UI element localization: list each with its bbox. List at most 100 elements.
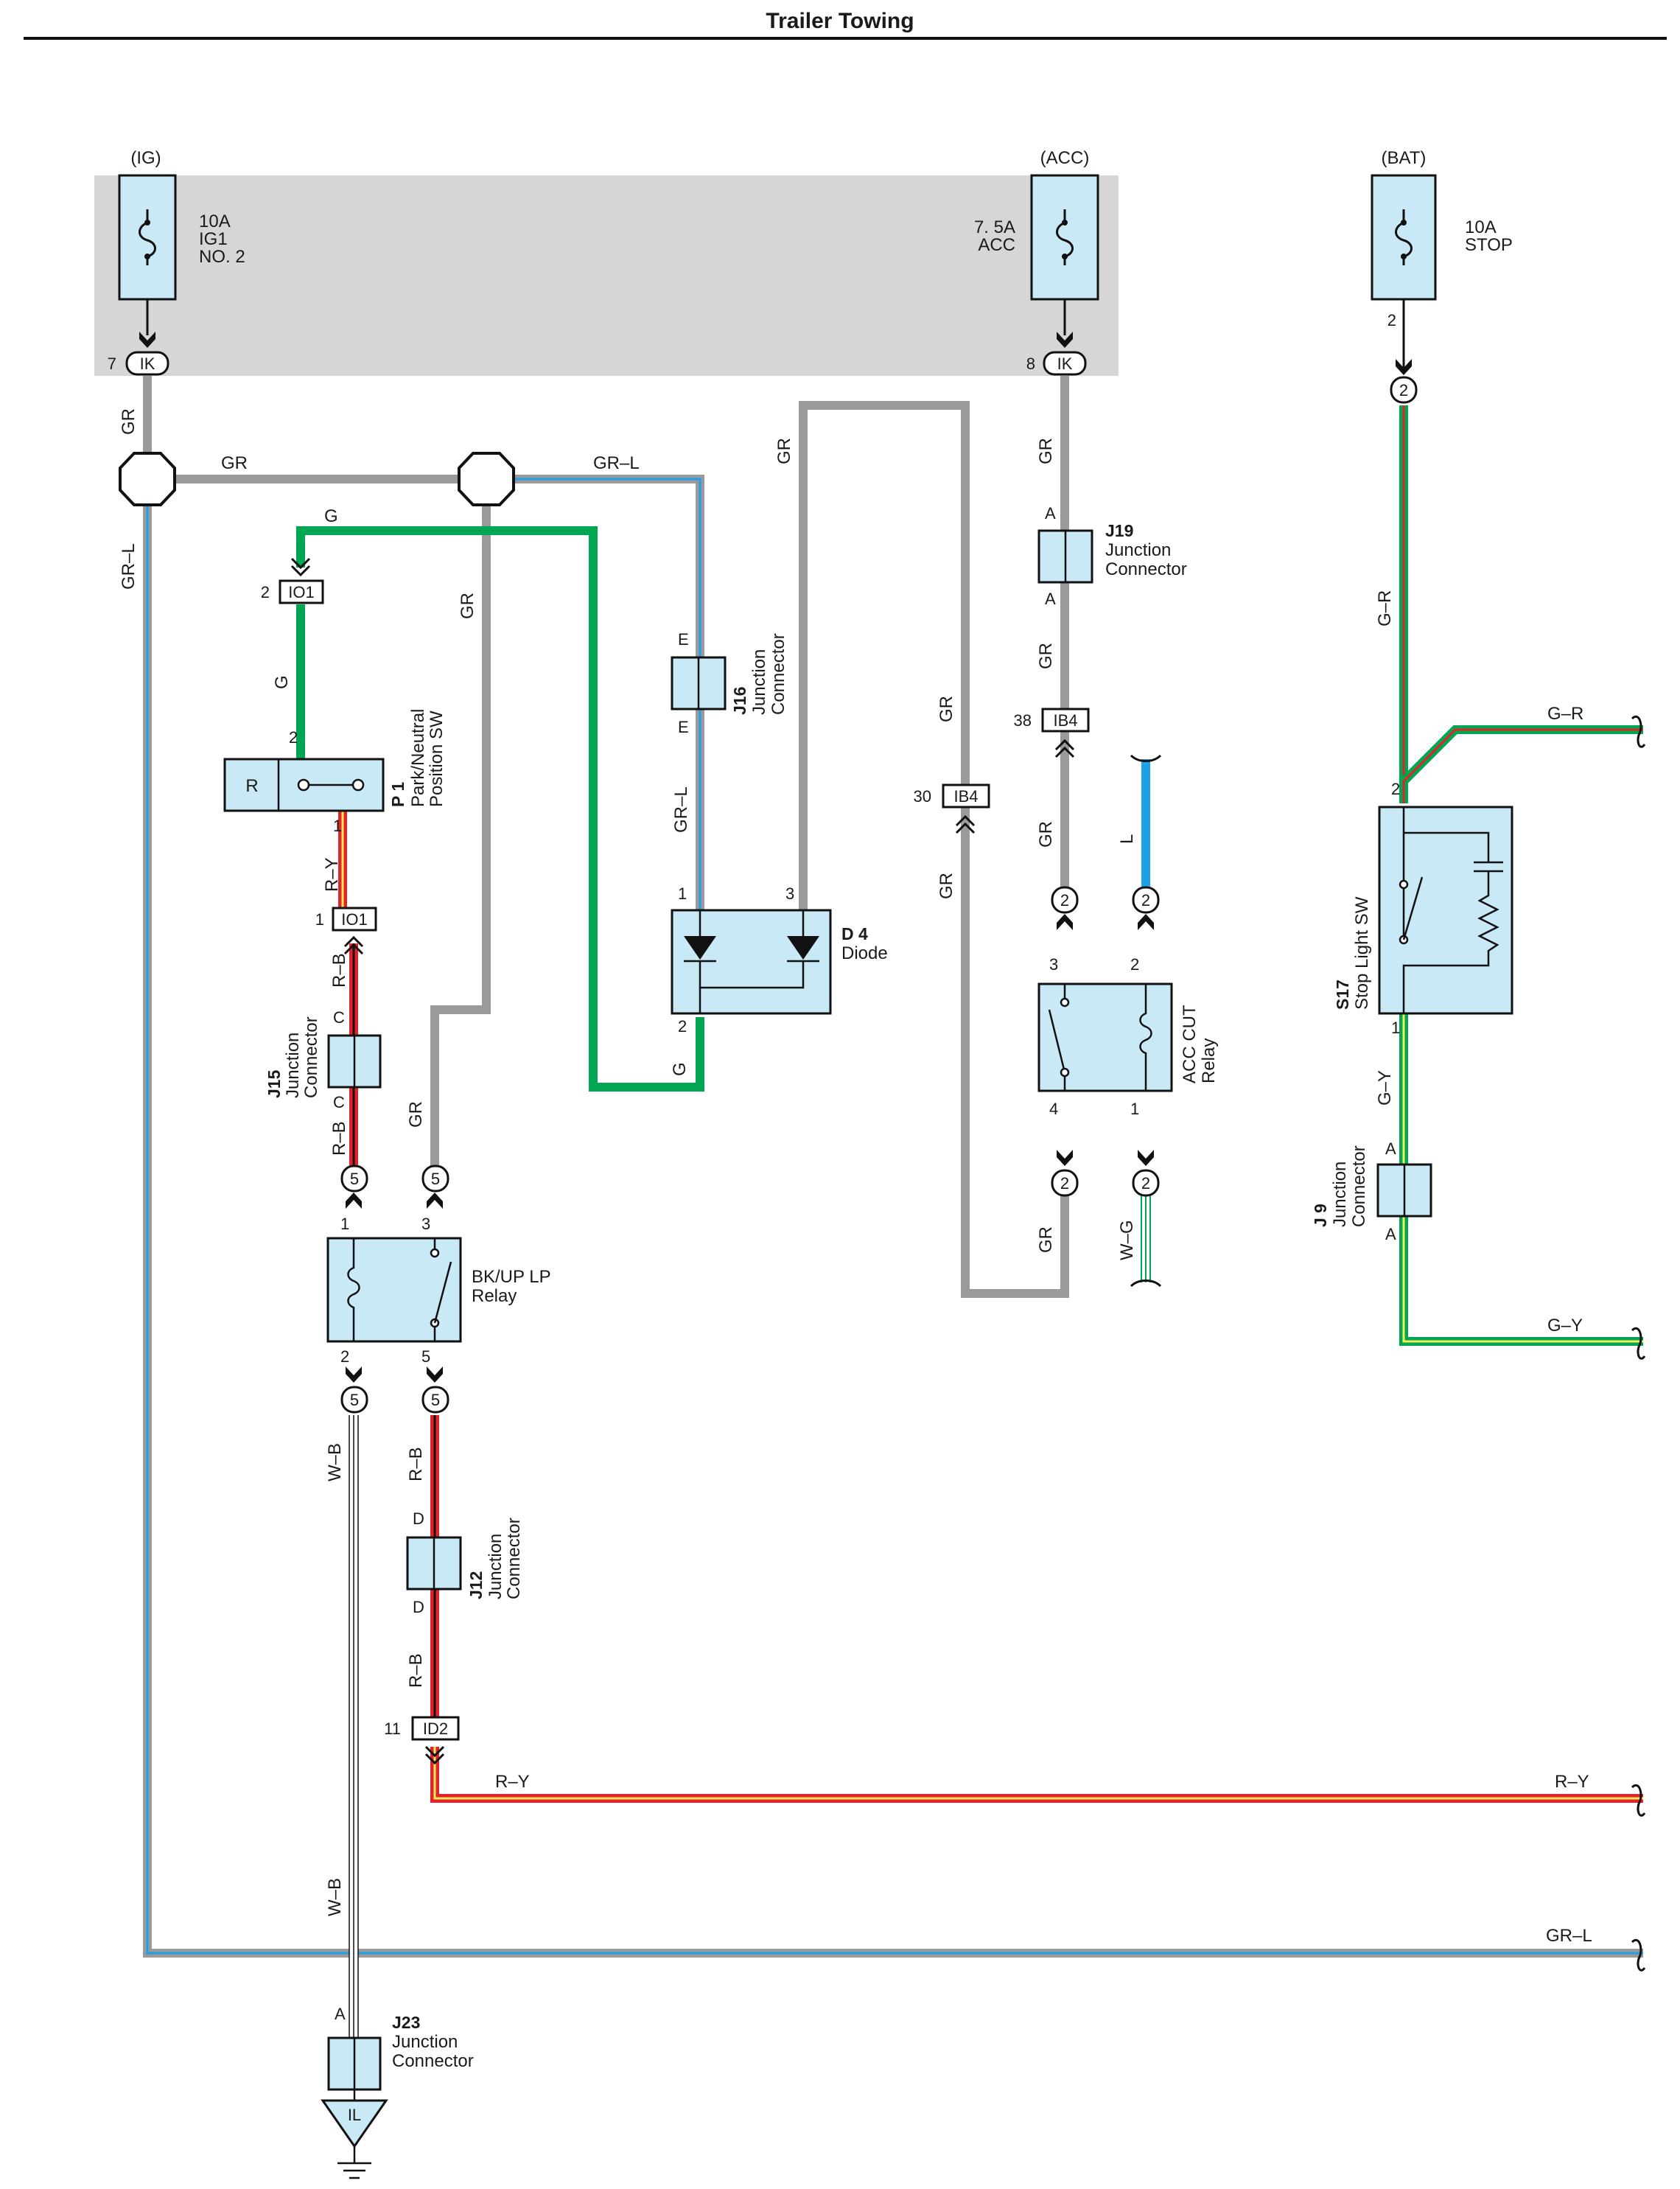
pin-2: 2 xyxy=(340,1347,349,1366)
wire-label-grl-right: GR–L xyxy=(1546,1926,1592,1946)
fuse-ig1-number: NO. 2 xyxy=(199,247,245,267)
j23-ref: J23 xyxy=(392,2013,420,2032)
pin-2: 2 xyxy=(289,728,298,747)
wire-label-gy-v: G–Y xyxy=(1375,1070,1395,1106)
wire-label-ry-right: R–Y xyxy=(1555,1772,1589,1792)
pin-3: 3 xyxy=(421,1215,430,1233)
j12-name-1: Junction xyxy=(486,1534,505,1599)
connectors-above-acc-cut-relay: 2 3 2 2 xyxy=(1049,886,1160,974)
pin-a: A xyxy=(1385,1225,1396,1243)
s17-ref: S17 xyxy=(1333,980,1352,1010)
fuse-acc: (ACC) 7. 5A ACC IK 8 xyxy=(974,148,1099,376)
connector-ib4-label: IB4 xyxy=(953,787,978,806)
fuse-acc-name: ACC xyxy=(978,235,1015,255)
pin-e: E xyxy=(678,630,689,649)
wire-label-gy: G–Y xyxy=(1547,1316,1583,1336)
wire-label-ry-v: R–Y xyxy=(322,857,342,892)
wire-label-rb: R–B xyxy=(329,1121,349,1156)
j23-name-1: Junction xyxy=(392,2032,458,2052)
junction-connector-j16: E E J16 Junction Connector xyxy=(671,630,788,736)
j19-name-2: Connector xyxy=(1105,559,1187,579)
connector-io1-label: IO1 xyxy=(288,583,314,601)
pin-1: 1 xyxy=(1130,1100,1139,1118)
connector-io1-label: IO1 xyxy=(341,910,367,929)
connectors-below-bkup-relay: 5 5 xyxy=(340,1366,449,1414)
fuse-ig1: (IG) 10A IG1 NO. 2 IK 7 xyxy=(108,148,245,376)
source-acc-label: (ACC) xyxy=(1040,148,1090,168)
pin-1: 1 xyxy=(678,884,687,903)
junction-block-band xyxy=(94,175,1119,376)
j16-name-1: Junction xyxy=(749,649,769,715)
pin-d: D xyxy=(413,1509,424,1528)
pin-7: 7 xyxy=(108,355,116,373)
junction-connector-j9: G–Y A A J 9 Junction Connector xyxy=(1311,1070,1432,1243)
pin-2: 2 xyxy=(678,1017,687,1036)
pin-c: C xyxy=(333,1008,345,1027)
pin-e: E xyxy=(678,718,689,736)
wire-label-gr-v3: GR xyxy=(774,438,794,464)
s17-name: Stop Light SW xyxy=(1352,896,1372,1010)
pin-a: A xyxy=(335,2005,346,2023)
j19-name-1: Junction xyxy=(1105,540,1171,560)
p1-name-1: Park/Neutral xyxy=(408,709,428,807)
bkup-lp-relay: BK/UP LP Relay 2 5 xyxy=(326,1237,551,1366)
wire-label-wg: W–G xyxy=(1117,1220,1137,1260)
pin-3: 3 xyxy=(1049,955,1058,974)
wire-label-g: G xyxy=(670,1062,690,1076)
diode-d4: 1 3 D 4 Diode 2 G xyxy=(670,884,888,1076)
j15-ref: J15 xyxy=(265,1069,284,1098)
pin-8: 8 xyxy=(1026,355,1035,373)
pin-1: 1 xyxy=(315,910,324,929)
connector-ib4-label: IB4 xyxy=(1053,711,1077,730)
source-ig-label: (IG) xyxy=(130,148,161,168)
connector-5: 5 xyxy=(431,1391,440,1409)
wire-label-grl-v: GR–L xyxy=(119,543,139,590)
wire-label-gr-v: GR xyxy=(119,408,139,435)
fuse-stop-rating: 10A xyxy=(1465,217,1497,237)
connector-2: 2 xyxy=(1141,891,1150,910)
connector-5: 5 xyxy=(431,1170,440,1188)
j16-name-2: Connector xyxy=(769,633,788,715)
pin-1: 1 xyxy=(340,1215,349,1233)
pin-5: 5 xyxy=(421,1347,430,1366)
connector-2: 2 xyxy=(1060,1174,1069,1193)
fuse-ig1-rating: 10A xyxy=(199,212,231,231)
wire-label-g-v: G xyxy=(272,675,292,689)
wire-label-gr-v2: GR xyxy=(458,593,477,619)
wire-label-gr: GR xyxy=(406,1101,426,1128)
stop-light-switch-s17: 2 S17 Stop Light SW 1 xyxy=(1333,780,1513,1037)
park-neutral-switch-p1: 2 R P 1 Park/Neutral Position SW 1 xyxy=(223,709,447,835)
connectors-below-acc-cut-relay: 2 2 xyxy=(1051,1150,1160,1197)
wire-label-gr-v6: GR xyxy=(1036,438,1056,464)
p1-name-2: Position SW xyxy=(427,711,447,807)
acc-cut-relay: ACC CUT Relay 4 1 xyxy=(1037,982,1219,1118)
pin-3: 3 xyxy=(785,884,794,903)
pin-r: R xyxy=(245,776,258,796)
wire-label-gr-v9: GR xyxy=(1036,1226,1056,1253)
source-bat-label: (BAT) xyxy=(1382,148,1427,168)
j15-name-2: Connector xyxy=(301,1016,321,1098)
wire-label-rb: R–B xyxy=(406,1653,426,1688)
acc-cut-name-1: ACC CUT xyxy=(1180,1005,1200,1083)
pin-c: C xyxy=(333,1093,345,1111)
connector-2: 2 xyxy=(1141,1174,1150,1193)
pin-2: 2 xyxy=(261,583,270,601)
j9-name-1: Junction xyxy=(1330,1162,1350,1227)
connector-id2-label: ID2 xyxy=(423,1720,448,1738)
wire-label-wb-2: W–B xyxy=(325,1878,345,1916)
wire-label-gr-v4: GR xyxy=(937,696,956,722)
wire-label-ry: R–Y xyxy=(495,1772,530,1792)
d4-name: Diode xyxy=(841,943,888,963)
p1-ref: P 1 xyxy=(388,782,407,807)
wire-label-gr: GR xyxy=(221,453,248,473)
fuse-stop: (BAT) 10A STOP 2 2 xyxy=(1371,148,1513,404)
pin-a: A xyxy=(1385,1139,1396,1158)
connector-id2: ID2 11 xyxy=(384,1716,460,1764)
wire-label-g: G xyxy=(324,506,338,526)
connector-il-label: IL xyxy=(348,2106,361,2124)
j9-name-2: Connector xyxy=(1349,1145,1369,1227)
j19-ref: J19 xyxy=(1105,521,1133,540)
junction-connector-j12: R–B D D J12 Junction Connector R–B xyxy=(406,1447,524,1688)
pin-a: A xyxy=(1045,590,1056,608)
